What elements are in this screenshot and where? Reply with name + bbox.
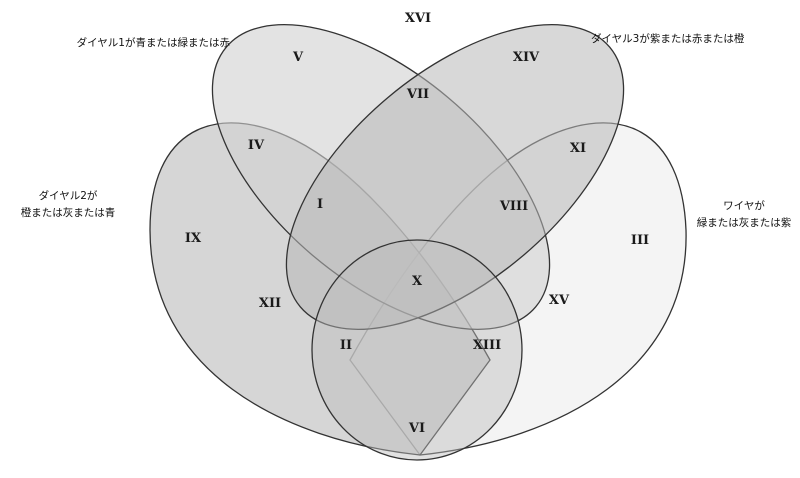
set-label-dial3: ダイヤル3が紫または赤または橙: [591, 32, 745, 45]
region-label-xiii: XIII: [473, 338, 501, 353]
region-label-xii: XII: [259, 296, 281, 311]
region-label-ix: IX: [185, 231, 202, 246]
region-label-xiv: XIV: [513, 50, 540, 65]
region-label-xi: XI: [570, 141, 586, 156]
region-label-viii: VIII: [499, 199, 528, 214]
set-label-dial2-line2: 橙または灰または青: [21, 206, 116, 219]
region-label-xvi: XVI: [405, 11, 431, 26]
region-label-iv: IV: [248, 138, 265, 153]
region-label-vii: VII: [406, 87, 429, 102]
set-dial3-ellipse: [285, 24, 625, 330]
region-label-iii: III: [631, 233, 649, 248]
set-label-wire-line1: ワイヤが: [723, 199, 765, 212]
region-label-v: V: [292, 50, 304, 65]
set-label-dial1: ダイヤル1が青または緑または赤: [77, 36, 231, 49]
region-label-ii: II: [340, 338, 352, 353]
region-label-xv: XV: [549, 293, 570, 308]
set-label-wire-line2: 緑または灰または紫: [697, 216, 792, 229]
region-label-i: I: [317, 197, 323, 212]
region-label-vi: VI: [408, 421, 425, 436]
set-label-dial2-line1: ダイヤル2が: [39, 189, 98, 202]
bottom-ellipse: [311, 239, 523, 461]
region-label-x: X: [412, 274, 423, 289]
